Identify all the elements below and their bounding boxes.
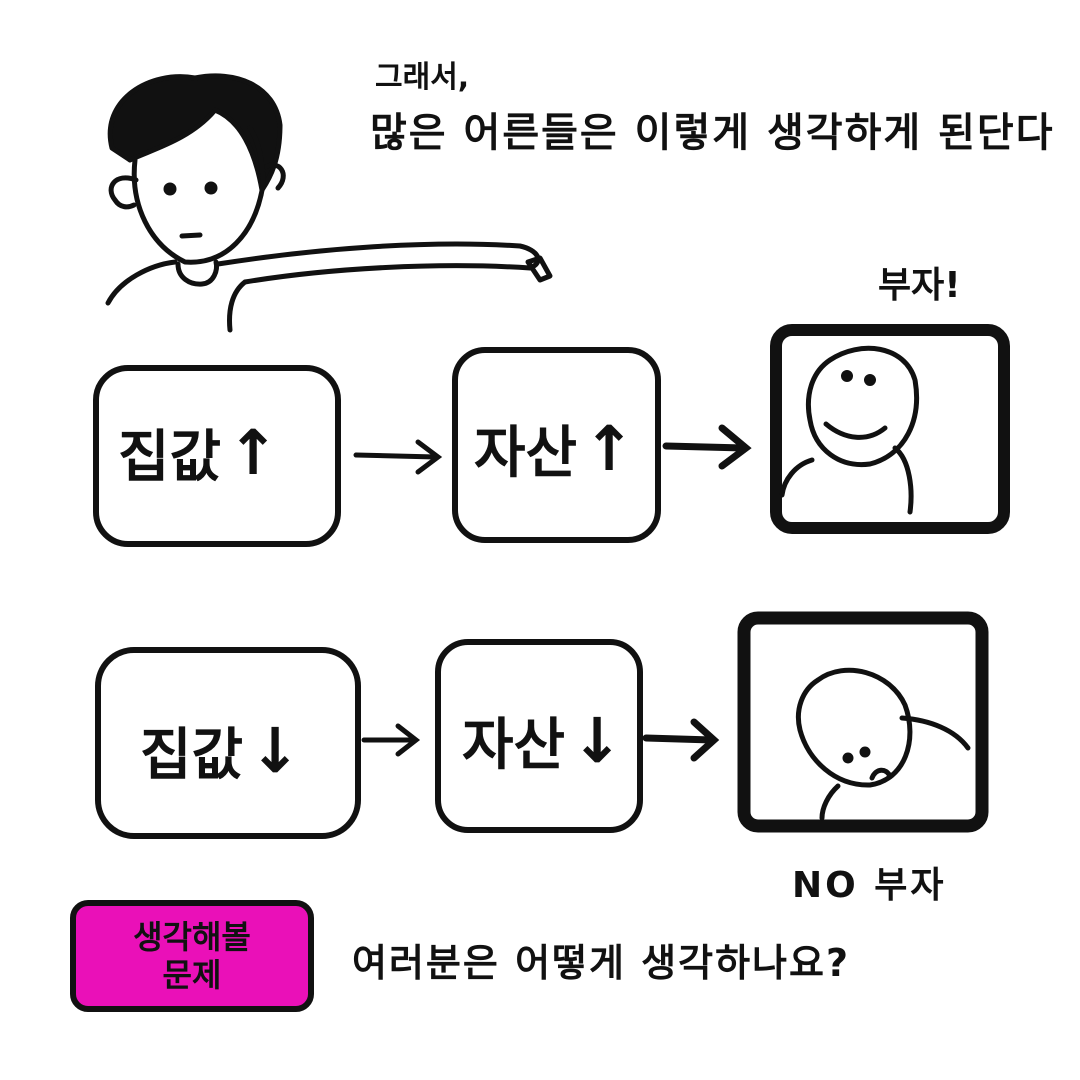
- up-arrow-icon: ↑: [583, 412, 635, 485]
- right-arrow-icon: [646, 722, 714, 758]
- rich-label: 부자!: [878, 256, 961, 308]
- asset-text: 자산: [474, 408, 577, 489]
- question-text: 여러분은 어떻게 생각하나요?: [352, 932, 850, 987]
- house-price-down-label: 집값 ↓: [140, 710, 301, 791]
- asset-text: 자산: [462, 700, 565, 781]
- not-rich-label: NO 부자: [792, 856, 947, 908]
- house-price-text: 집값: [140, 710, 243, 791]
- narration-line-1: 그래서,: [375, 52, 469, 96]
- sad-face-icon: [798, 670, 968, 818]
- badge-line-1: 생각해볼: [133, 918, 251, 956]
- right-arrow-icon: [364, 726, 416, 754]
- right-arrow-icon: [666, 428, 746, 466]
- asset-down-label: 자산 ↓: [462, 700, 623, 781]
- down-arrow-icon: ↓: [571, 704, 623, 777]
- house-price-text: 집값: [118, 412, 221, 493]
- down-arrow-icon: ↓: [249, 714, 301, 787]
- smiling-face-icon: [782, 348, 917, 512]
- badge-line-2: 문제: [163, 956, 222, 994]
- house-price-up-label: 집값 ↑: [118, 412, 279, 493]
- think-about-it-badge: 생각해볼 문제: [70, 900, 314, 1012]
- asset-up-label: 자산 ↑: [474, 408, 635, 489]
- up-arrow-icon: ↑: [227, 416, 279, 489]
- narration-line-2: 많은 어른들은 이렇게 생각하게 된단다: [370, 100, 1055, 158]
- not-rich-result-frame: [744, 618, 982, 826]
- right-arrow-icon: [356, 442, 438, 472]
